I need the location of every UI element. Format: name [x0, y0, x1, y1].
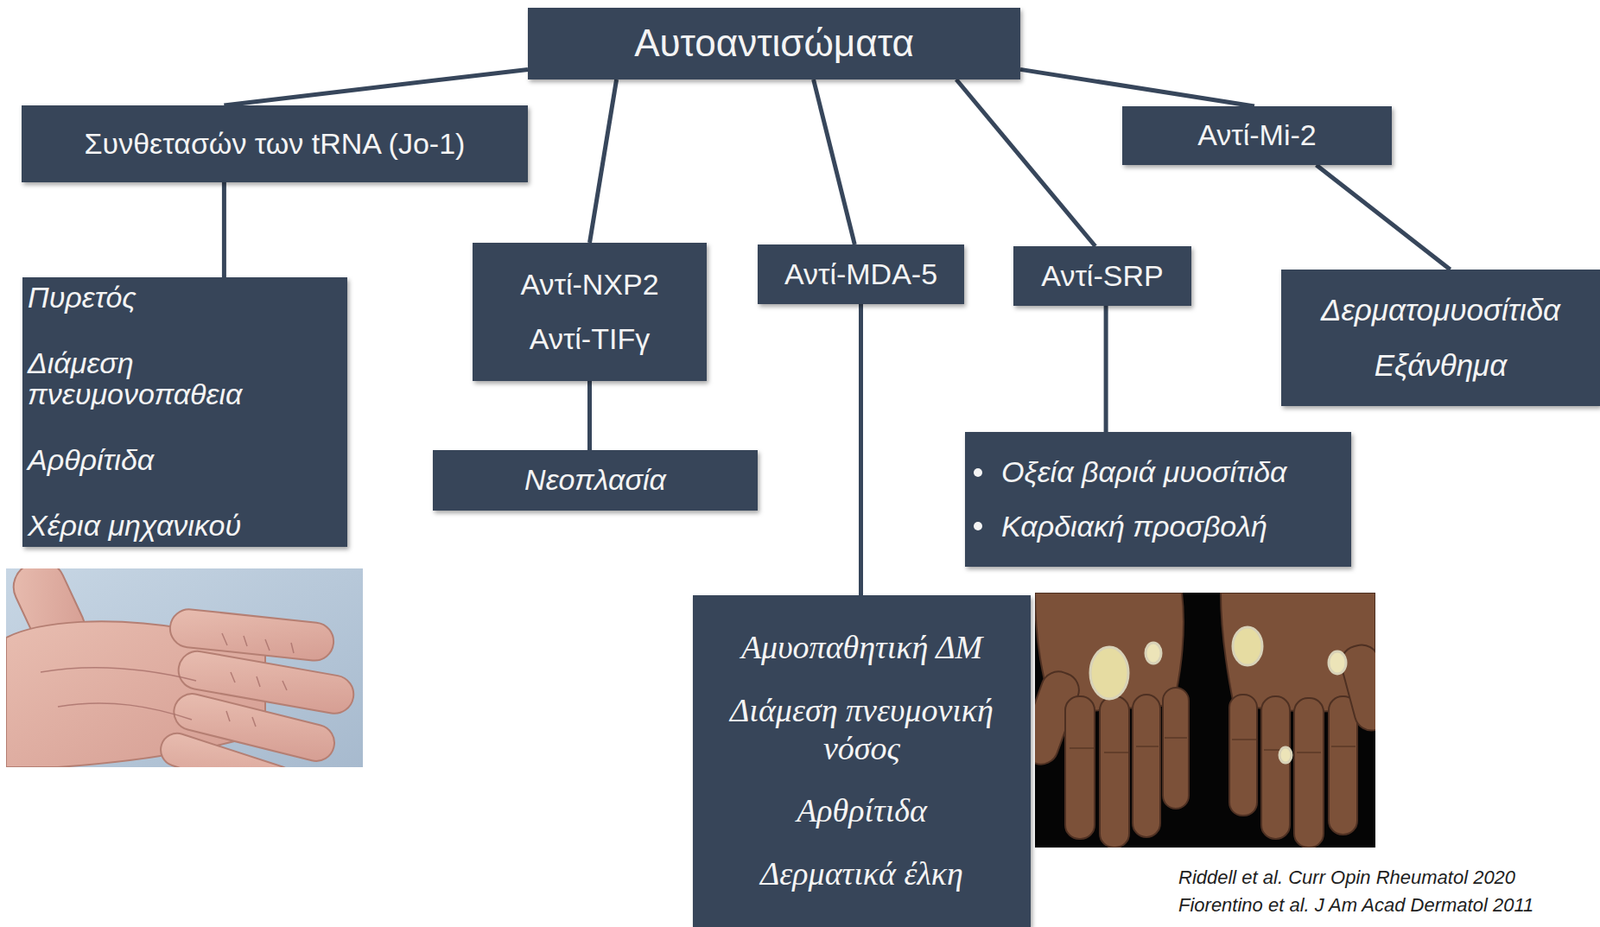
box-line: Αντί-NXP2	[520, 267, 659, 302]
box-label: Συνθετασών των tRNA (Jo-1)	[84, 126, 466, 161]
reference-note: Fiorentino et al. J Am Acad Dermatol 201…	[1178, 894, 1534, 917]
box-label: Αυτοαντισώματα	[634, 21, 915, 66]
connector-line	[956, 79, 1096, 247]
antibody-box: Αντί-MDA-5	[757, 244, 965, 305]
box-line: Δερματομυοσίτιδα	[1320, 292, 1561, 328]
box-label: Αντί-MDA-5	[784, 257, 938, 292]
feature-box: ΔερματομυοσίτιδαΕξάνθημα	[1281, 269, 1600, 407]
feature-box: Οξεία βαριά μυοσίτιδαΚαρδιακή προσβολή	[965, 431, 1352, 567]
box-line: Διάμεση πνευμονική νόσος	[704, 692, 1019, 768]
box-line: Καρδιακή προσβολή	[1001, 509, 1268, 544]
box-label: Νεοπλασία	[524, 463, 667, 497]
feature-box: Νεοπλασία	[432, 450, 758, 511]
box-line: Διάμεση πνευμονοπαθεια	[27, 348, 343, 410]
reference-note: Riddell et al. Curr Opin Rheumatol 2020	[1178, 866, 1516, 889]
box-line: Αρθρίτιδα	[704, 792, 1019, 831]
mechanic-hands-photo	[6, 568, 363, 768]
bullet-row: Οξεία βαριά μυοσίτιδα	[973, 455, 1288, 489]
box-label: Αντί-Mi-2	[1197, 118, 1316, 153]
connector-line	[223, 69, 528, 106]
box-line: Αμυοπαθητική ΔΜ	[704, 628, 1019, 667]
feature-box: ΠυρετόςΔιάμεση πνευμονοπαθειαΑρθρίτιδαΧέ…	[22, 277, 348, 547]
antibody-box: Αντί-Mi-2	[1122, 106, 1392, 166]
box-line: Αντί-TIFγ	[529, 322, 650, 356]
box-label: Αντί-SRP	[1041, 259, 1163, 293]
connector-line	[1316, 165, 1451, 270]
antibody-box: Συνθετασών των tRNA (Jo-1)	[21, 105, 528, 183]
connector-line	[222, 182, 227, 278]
bullet-dot	[973, 468, 983, 477]
connector-line	[858, 304, 864, 596]
antibody-box: Αντί-NXP2Αντί-TIFγ	[472, 242, 707, 381]
bullet-dot	[973, 521, 983, 531]
connector-line	[813, 79, 856, 245]
feature-box: Αμυοπαθητική ΔΜ Διάμεση πνευμονική νόσοςΑ…	[692, 595, 1031, 927]
connector-line	[587, 380, 592, 451]
connector-line	[1104, 305, 1109, 432]
box-line: Πυρετός	[27, 282, 343, 314]
skin-ulcer-hands-photo	[1034, 592, 1376, 848]
box-line: Αρθρίτιδα	[27, 444, 343, 477]
box-line: Χέρια μηχανικού	[27, 510, 343, 542]
connector-line	[1020, 69, 1255, 107]
antibody-box: Αντί-SRP	[1013, 246, 1192, 306]
connector-line	[590, 79, 617, 243]
box-line: Εξάνθημα	[1374, 348, 1508, 383]
box-line: Οξεία βαριά μυοσίτιδα	[1001, 455, 1288, 489]
root-box: Αυτοαντισώματα	[527, 7, 1021, 80]
bullet-row: Καρδιακή προσβολή	[973, 509, 1268, 544]
box-line: Δερματικά έλκη	[704, 855, 1019, 894]
